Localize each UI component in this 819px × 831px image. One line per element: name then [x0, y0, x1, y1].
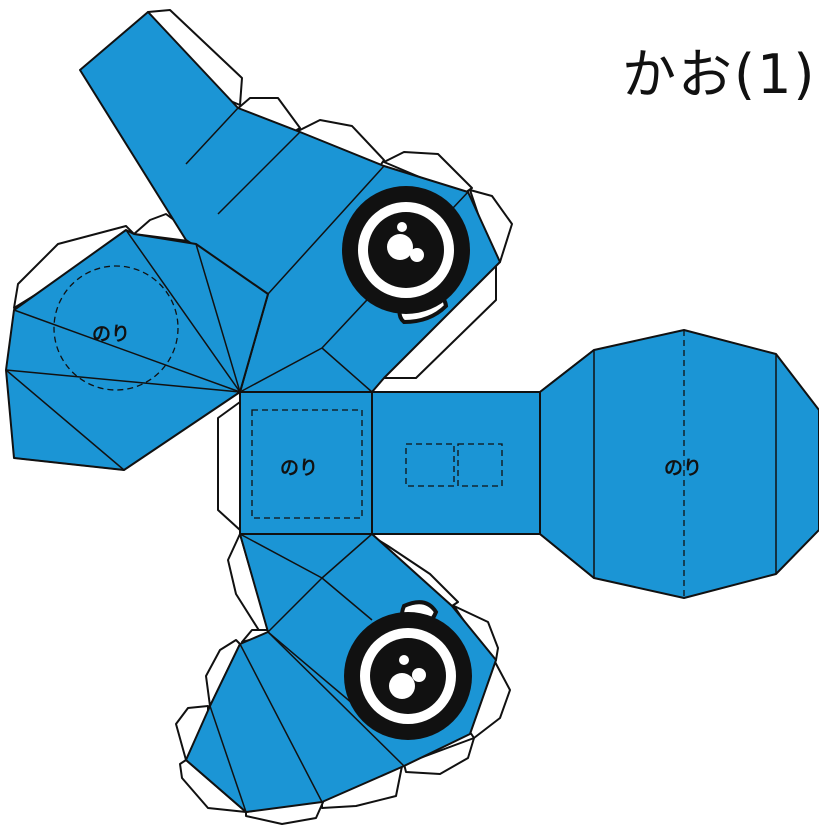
glue-label-center: のり — [280, 457, 318, 479]
sheet-title: かお(1) — [622, 43, 817, 106]
eye-icon-top — [342, 186, 470, 325]
center-square-panel — [239, 391, 373, 535]
right-octagon-panel — [539, 329, 819, 599]
glue-label-right: のり — [664, 457, 702, 479]
eye-icon-bottom — [344, 600, 472, 740]
glue-guides — [53, 265, 685, 598]
slot-guide-left — [405, 443, 455, 487]
fold-lines — [5, 107, 777, 813]
glue-tab — [217, 401, 241, 531]
slot-guide-right — [457, 443, 503, 487]
glue-circle-guide — [53, 265, 179, 391]
glue-label-left: のり — [92, 323, 130, 345]
glue-square-guide — [251, 409, 363, 519]
